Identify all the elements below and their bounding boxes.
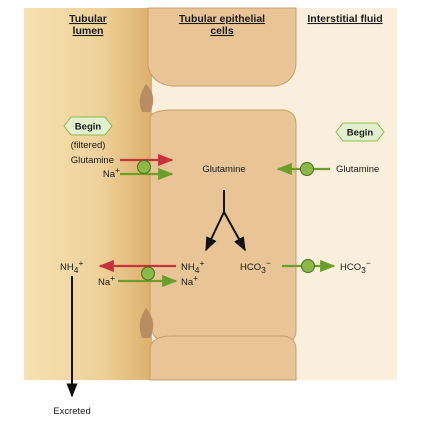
epithelial-cell-bottom — [149, 335, 297, 381]
label-nh4-cell: NH4+ — [181, 258, 204, 275]
label-glutamine-interstitial: Glutamine — [336, 164, 379, 175]
begin-badge-interstitial: Begin — [335, 122, 385, 142]
label-nh4-lumen: NH4+ — [60, 258, 83, 275]
epithelial-cell-top — [147, 7, 297, 87]
header-lumen-line2: lumen — [73, 25, 104, 37]
carrier-apical-glutamine — [137, 160, 151, 174]
begin-badge-lumen: Begin — [63, 116, 113, 136]
carrier-basolateral-glutamine — [300, 162, 314, 176]
svg-text:Begin: Begin — [75, 122, 102, 133]
label-glutamine-cell: Glutamine — [202, 164, 245, 175]
tight-junction-bottom — [139, 308, 154, 338]
label-hco3-interstitial: HCO3− — [340, 258, 371, 275]
carrier-basolateral-hco3 — [301, 259, 315, 273]
header-lumen: Tubular — [69, 13, 107, 25]
label-na-lumen-top: Na+ — [103, 165, 120, 180]
arrow-to-nh4 — [205, 211, 225, 252]
tubular-lumen-region — [24, 8, 152, 380]
svg-text:Begin: Begin — [347, 128, 374, 139]
label-na-cell: Na+ — [181, 273, 198, 288]
label-glutamine-lumen: Glutamine — [71, 155, 114, 166]
label-filtered: (filtered) — [71, 140, 106, 151]
arrow-to-hco3 — [223, 211, 246, 252]
header-epithelial-cells: Tubular epithelial — [179, 13, 265, 25]
header-interstitial-fluid: Interstitial fluid — [307, 13, 382, 25]
header-epithelial-cells-line2: cells — [210, 25, 234, 37]
label-hco3-cell: HCO3− — [240, 258, 271, 275]
label-na-lumen-bottom: Na+ — [98, 273, 115, 288]
epithelial-cell-middle — [149, 109, 297, 345]
label-excreted: Excreted — [53, 406, 91, 417]
carrier-apical-nh4-na — [141, 266, 155, 281]
tight-junction-top — [139, 84, 154, 112]
